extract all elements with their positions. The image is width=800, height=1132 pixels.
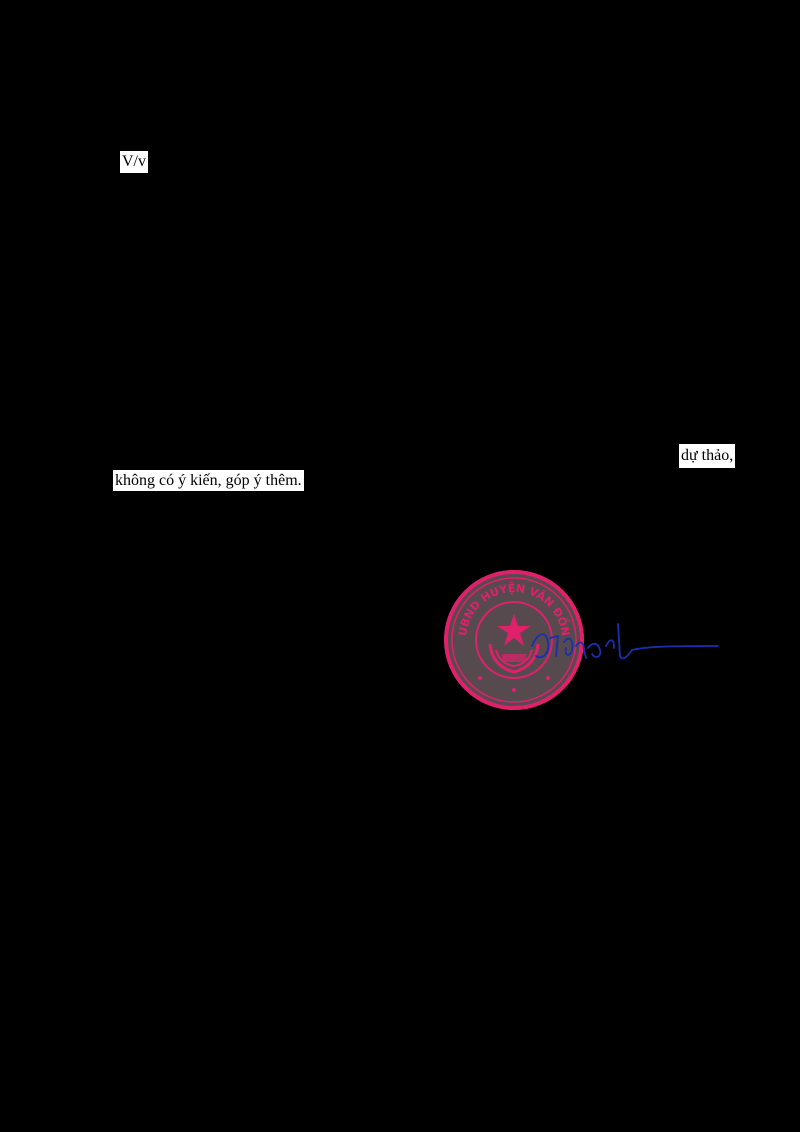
body-line-2: không có ý kiến, góp ý thêm. xyxy=(113,470,304,491)
signature-icon xyxy=(531,623,719,660)
subject-prefix: V/v xyxy=(120,151,148,173)
body-line-1-tail: dự thảo, xyxy=(679,444,736,468)
official-seal-icon: UBND HUYỆN VÂN ĐỒN xyxy=(444,570,584,710)
